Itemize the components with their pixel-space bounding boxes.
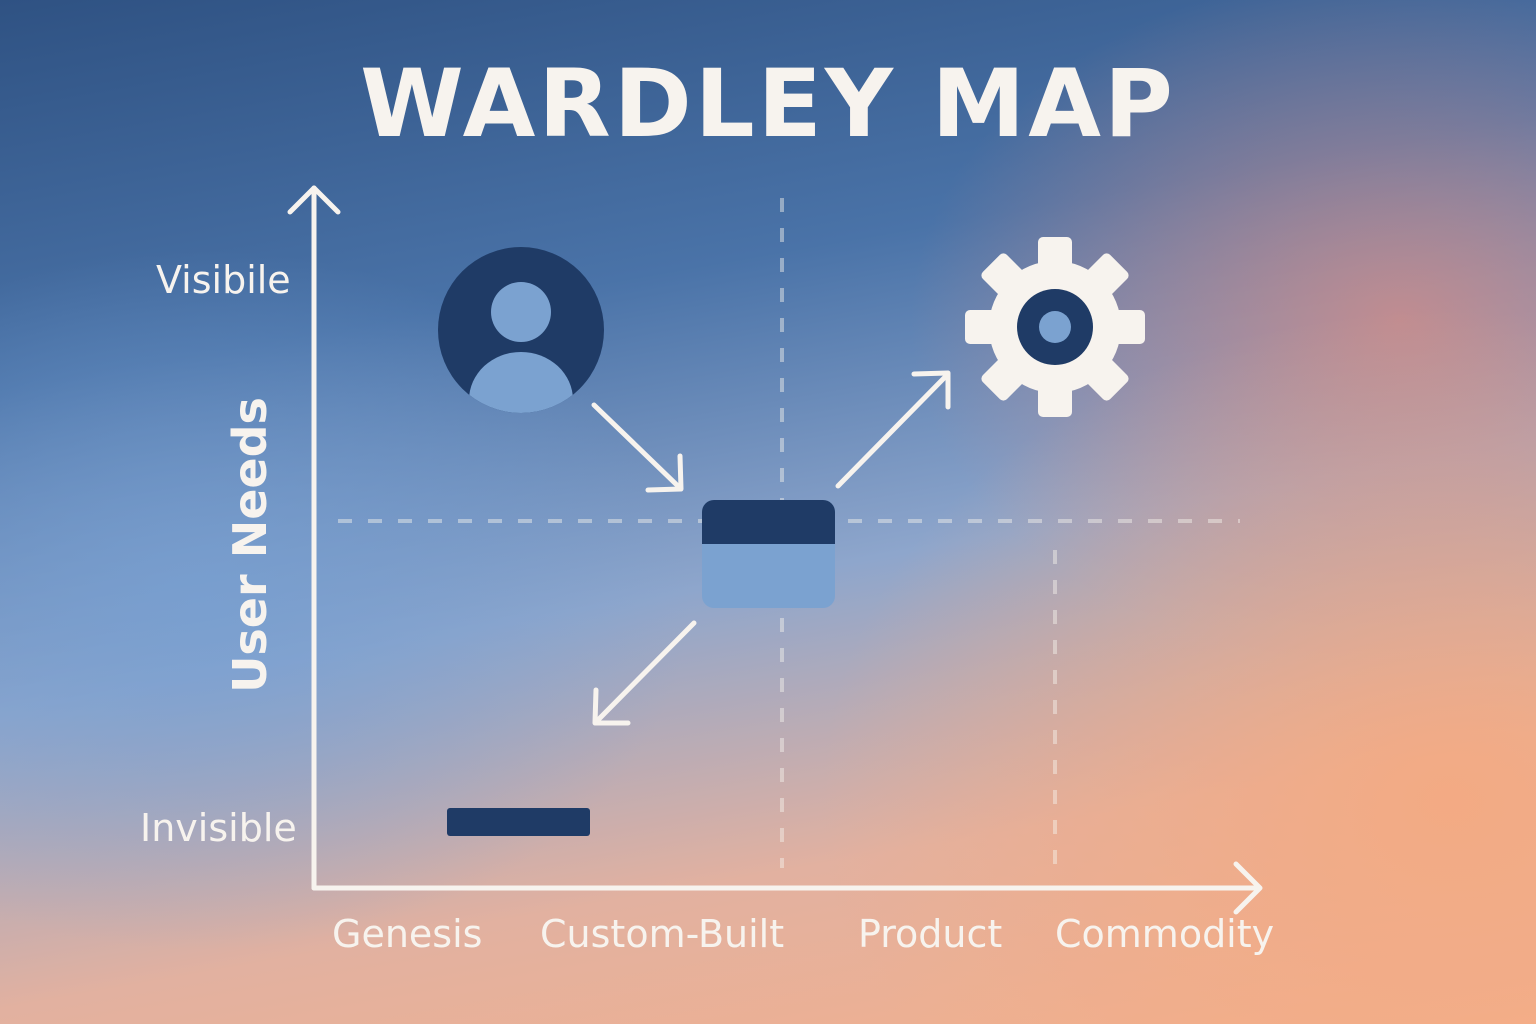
- y-axis-bottom-label: Invisible: [140, 806, 297, 850]
- card-component-icon: [702, 500, 835, 608]
- y-axis-arrowhead: [287, 185, 341, 215]
- arrow-card-to-gear: [835, 370, 951, 489]
- gear-icon: [965, 237, 1145, 417]
- y-axis-top-label: Visibile: [156, 258, 291, 302]
- x-axis-arrowhead: [1233, 861, 1263, 915]
- x-stage-custom-built: Custom-Built: [540, 912, 785, 956]
- user-avatar-icon: [438, 247, 604, 413]
- arrow-card-to-bar: [592, 620, 697, 726]
- y-axis-title: User Needs: [223, 397, 277, 693]
- x-stage-genesis: Genesis: [332, 912, 483, 956]
- x-stage-commodity: Commodity: [1055, 912, 1275, 956]
- axes: [287, 185, 1263, 915]
- arrow-user-to-card: [591, 402, 684, 493]
- x-stage-product: Product: [858, 912, 1003, 956]
- bar-component-icon: [447, 808, 590, 836]
- map-title: WARDLEY MAP: [360, 50, 1176, 159]
